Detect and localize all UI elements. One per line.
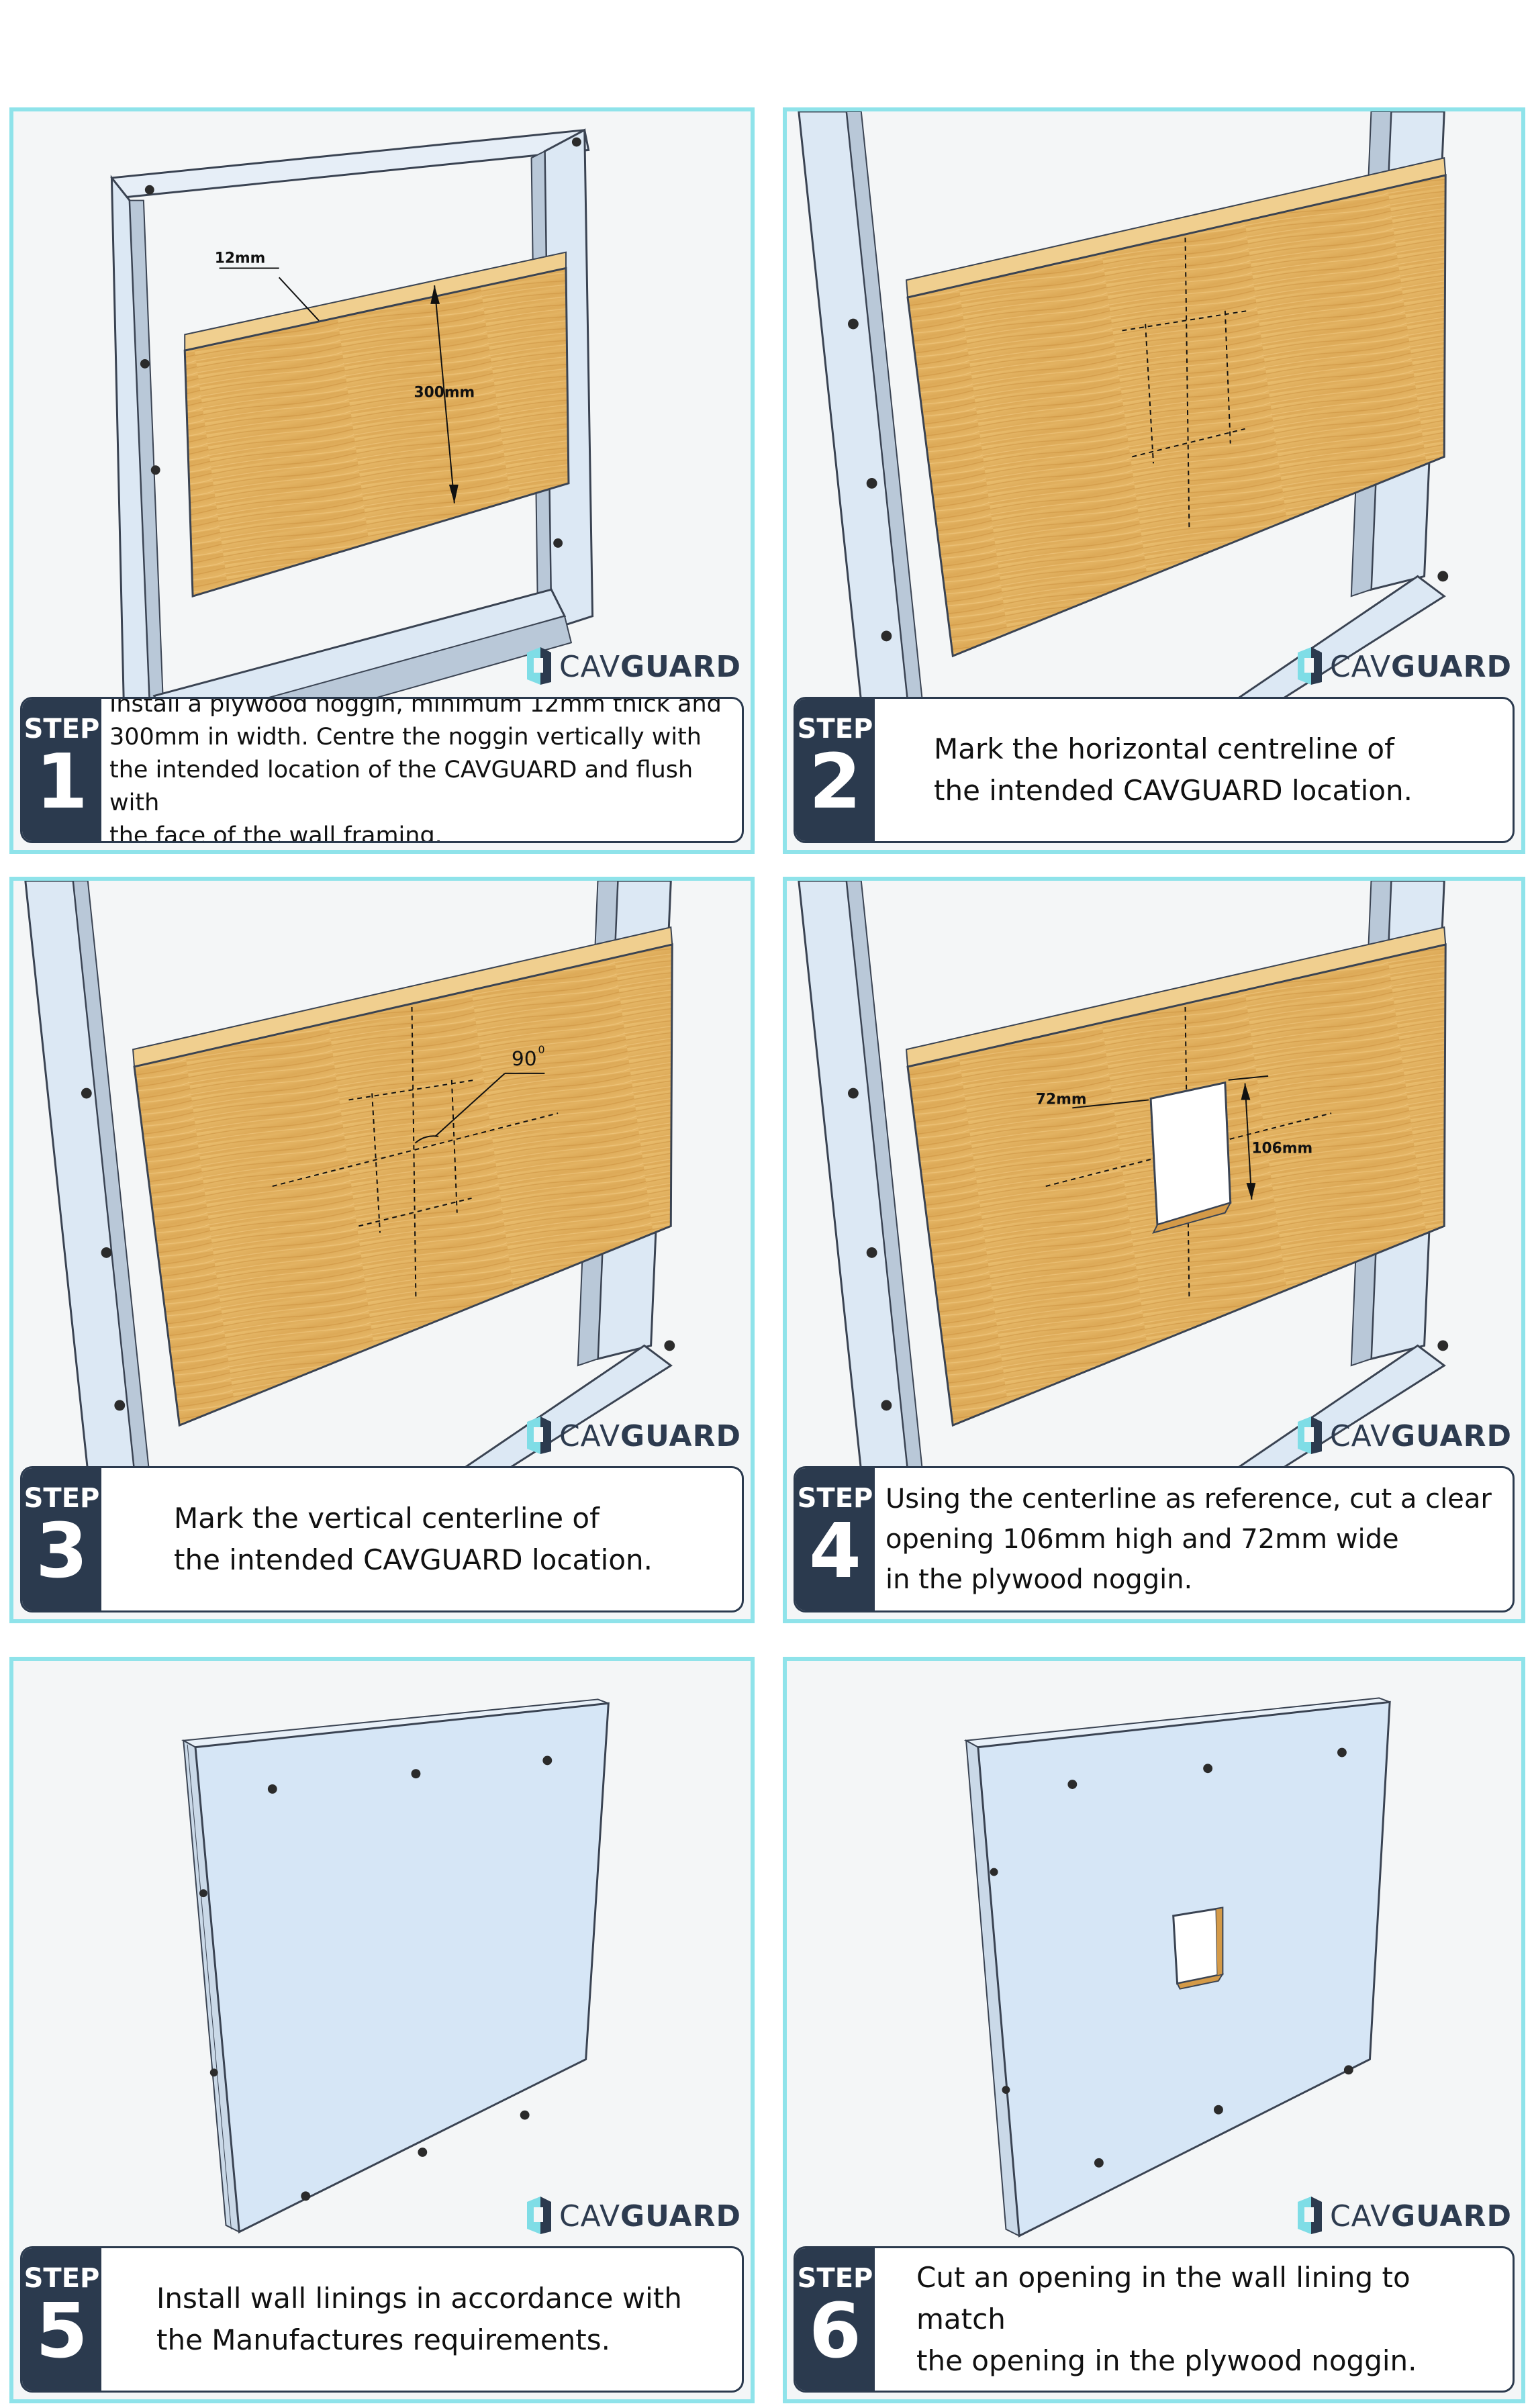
step-label: STEP xyxy=(23,1483,100,1514)
step-label: STEP xyxy=(797,1483,873,1514)
step-1-illustration: 12mm 300mm xyxy=(110,128,594,817)
step-label: STEP xyxy=(23,2263,100,2294)
cavguard-logo-icon xyxy=(526,2197,551,2234)
cavguard-logo-icon xyxy=(1297,2197,1322,2234)
brand-light: CAV xyxy=(559,1418,621,1453)
step-1-panel: 12mm 300mm CAVGUARD STEP 1 Install a ply… xyxy=(9,107,755,854)
brand-bold: GUARD xyxy=(620,649,741,684)
step-1-box: STEP 1 Install a plywood noggin, minimum… xyxy=(20,697,744,843)
step-2-text: Mark the horizontal centreline of the in… xyxy=(934,732,1413,807)
step-badge: STEP 3 xyxy=(22,1468,101,1610)
brand-bold: GUARD xyxy=(1391,1418,1512,1453)
step-label: STEP xyxy=(797,714,873,744)
step-number: 2 xyxy=(809,738,861,826)
brand-light: CAV xyxy=(1329,2199,1392,2233)
cavguard-logo: CAVGUARD xyxy=(1295,2191,1512,2241)
step-badge: STEP 1 xyxy=(22,699,101,841)
step-3-text: Mark the vertical centerline of the inte… xyxy=(174,1502,653,1576)
step-number: 6 xyxy=(809,2288,861,2375)
brand-light: CAV xyxy=(1329,649,1392,684)
brand-bold: GUARD xyxy=(620,2199,741,2233)
step-5-text: Install wall linings in accordance with … xyxy=(156,2282,682,2356)
opening-height-dimension: 106mm xyxy=(1251,1141,1312,1157)
brand-bold: GUARD xyxy=(1391,2199,1512,2233)
cavguard-logo-icon xyxy=(1297,647,1322,685)
step-label: STEP xyxy=(797,2263,873,2294)
brand-light: CAV xyxy=(559,649,621,684)
cavguard-logo: CAVGUARD xyxy=(1295,642,1512,691)
step-2-panel: CAVGUARD STEP 2 Mark the horizontal cent… xyxy=(783,107,1525,854)
step-6-illustration xyxy=(963,1697,1391,2237)
cavguard-logo-icon xyxy=(526,647,551,685)
step-3-illustration: 90 0 xyxy=(24,881,675,1586)
cavguard-logo-icon xyxy=(526,1416,551,1454)
step-6-text: Cut an opening in the wall lining to mat… xyxy=(916,2261,1417,2377)
brand-light: CAV xyxy=(559,2199,621,2233)
step-3-box: STEP 3 Mark the vertical centerline of t… xyxy=(20,1466,744,1612)
step-number: 1 xyxy=(36,738,88,826)
step-number: 5 xyxy=(36,2288,88,2375)
step-badge: STEP 4 xyxy=(796,1468,875,1610)
brand-light: CAV xyxy=(1329,1418,1392,1453)
step-label: STEP xyxy=(23,714,100,744)
cavguard-logo: CAVGUARD xyxy=(524,642,741,691)
cavguard-logo: CAVGUARD xyxy=(524,2191,741,2241)
step-5-box: STEP 5 Install wall linings in accordanc… xyxy=(20,2246,744,2393)
step-badge: STEP 5 xyxy=(22,2248,101,2391)
opening-width-dimension: 72mm xyxy=(1036,1091,1087,1108)
step-5-illustration xyxy=(181,1698,610,2234)
step-badge: STEP 2 xyxy=(796,699,875,841)
thickness-dimension: 12mm xyxy=(215,250,266,267)
step-2-box: STEP 2 Mark the horizontal centreline of… xyxy=(794,697,1515,843)
cavguard-logo-icon xyxy=(1297,1416,1322,1454)
angle-unit: 0 xyxy=(538,1043,544,1056)
cavguard-logo: CAVGUARD xyxy=(1295,1411,1512,1461)
step-badge: STEP 6 xyxy=(796,2248,875,2391)
width-dimension: 300mm xyxy=(414,384,475,401)
step-6-panel: CAVGUARD STEP 6 Cut an opening in the wa… xyxy=(783,1657,1525,2403)
step-4-panel: 72mm 106mm CAVGUARD STEP 4 Using the cen… xyxy=(783,877,1525,1623)
step-2-illustration xyxy=(798,111,1449,817)
step-4-text: Using the centerline as reference, cut a… xyxy=(885,1484,1492,1595)
step-3-panel: 90 0 CAVGUARD STEP 3 Mark the vertical c… xyxy=(9,877,755,1623)
step-number: 4 xyxy=(809,1508,861,1595)
angle-label: 90 xyxy=(512,1047,537,1070)
step-number: 3 xyxy=(36,1508,88,1595)
step-6-box: STEP 6 Cut an opening in the wall lining… xyxy=(794,2246,1515,2393)
brand-bold: GUARD xyxy=(620,1418,741,1453)
brand-bold: GUARD xyxy=(1391,649,1512,684)
cavguard-logo: CAVGUARD xyxy=(524,1411,741,1461)
step-5-panel: CAVGUARD STEP 5 Install wall linings in … xyxy=(9,1657,755,2403)
step-4-box: STEP 4 Using the centerline as reference… xyxy=(794,1466,1515,1612)
step-1-text: Install a plywood noggin, minimum 12mm t… xyxy=(109,697,722,843)
